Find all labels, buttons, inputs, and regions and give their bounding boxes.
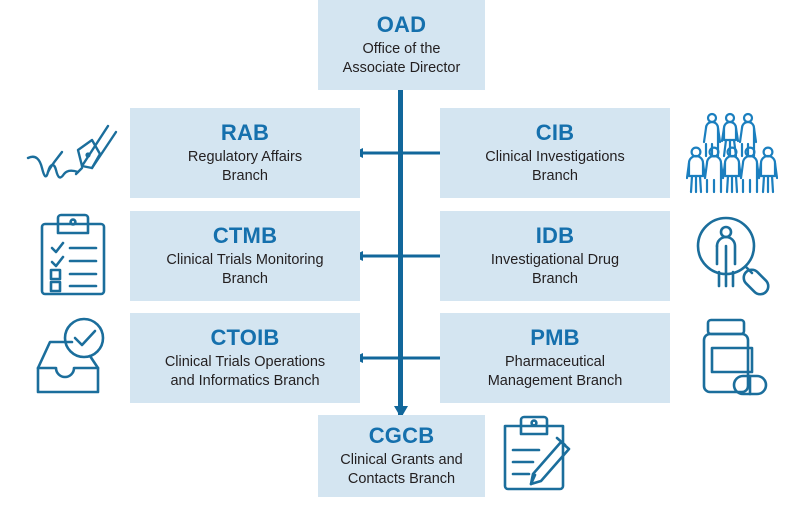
node-cgcb-name-line1: Clinical Grants and: [340, 452, 463, 468]
signature-pen-icon: [22, 110, 122, 196]
node-cib-name: Clinical Investigations Branch: [485, 148, 624, 186]
node-rab[interactable]: RAB Regulatory Affairs Branch: [130, 108, 360, 198]
node-idb[interactable]: IDB Investigational Drug Branch: [440, 211, 670, 301]
node-pmb-name: Pharmaceutical Management Branch: [488, 353, 623, 391]
trunk-connector-line: [398, 90, 403, 416]
node-ctmb-name: Clinical Trials Monitoring Branch: [166, 251, 323, 289]
node-ctmb-name-line1: Clinical Trials Monitoring: [166, 252, 324, 268]
node-cib-name-line1: Clinical Investigations: [485, 149, 625, 165]
node-oad[interactable]: OAD Office of the Associate Director: [318, 0, 485, 90]
clipboard-pencil-icon: [495, 412, 575, 500]
node-pmb[interactable]: PMB Pharmaceutical Management Branch: [440, 313, 670, 403]
node-ctoib[interactable]: CTOIB Clinical Trials Operations and Inf…: [130, 313, 360, 403]
node-cib-code: CIB: [535, 120, 575, 145]
node-rab-name-line2: Branch: [222, 168, 268, 184]
node-ctoib-name-line2: and Informatics Branch: [170, 373, 320, 389]
node-oad-name: Office of the Associate Director: [343, 40, 461, 78]
people-group-icon: [685, 110, 779, 196]
row-2-bidirectional-connector: [352, 244, 452, 268]
node-oad-name-line2: Associate Director: [342, 60, 461, 76]
node-idb-name: Investigational Drug Branch: [491, 251, 619, 289]
node-cgcb-name-line2: Contacts Branch: [347, 471, 456, 487]
node-oad-name-line1: Office of the: [362, 41, 441, 57]
pill-bottle-icon: [692, 314, 772, 402]
bottom-arrowhead-icon: [386, 390, 416, 420]
clipboard-checklist-icon: [30, 212, 116, 300]
node-rab-name: Regulatory Affairs Branch: [188, 148, 302, 186]
node-cgcb-name: Clinical Grants and Contacts Branch: [340, 451, 463, 489]
node-pmb-name-line2: Management Branch: [487, 373, 623, 389]
node-ctoib-name-line1: Clinical Trials Operations: [164, 354, 326, 370]
inbox-check-icon: [28, 314, 118, 402]
node-ctoib-code: CTOIB: [210, 325, 280, 350]
node-cgcb[interactable]: CGCB Clinical Grants and Contacts Branch: [318, 415, 485, 497]
person-magnifier-icon: [688, 212, 776, 300]
node-rab-code: RAB: [220, 120, 270, 145]
node-ctmb-code: CTMB: [212, 223, 278, 248]
node-ctmb[interactable]: CTMB Clinical Trials Monitoring Branch: [130, 211, 360, 301]
row-3-bidirectional-connector: [352, 346, 452, 370]
node-cgcb-code: CGCB: [368, 423, 435, 448]
node-cib[interactable]: CIB Clinical Investigations Branch: [440, 108, 670, 198]
node-idb-code: IDB: [535, 223, 575, 248]
row-1-bidirectional-connector: [352, 141, 452, 165]
node-oad-code: OAD: [376, 12, 427, 37]
node-rab-name-line1: Regulatory Affairs: [187, 149, 303, 165]
node-ctoib-name: Clinical Trials Operations and Informati…: [165, 353, 325, 391]
node-idb-name-line2: Branch: [532, 271, 578, 287]
node-cib-name-line2: Branch: [532, 168, 578, 184]
node-pmb-code: PMB: [530, 325, 580, 350]
node-idb-name-line1: Investigational Drug: [490, 252, 620, 268]
node-pmb-name-line1: Pharmaceutical: [505, 354, 605, 370]
node-ctmb-name-line2: Branch: [222, 271, 268, 287]
